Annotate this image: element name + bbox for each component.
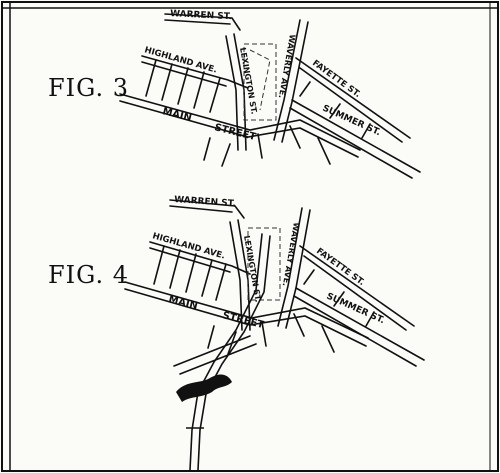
fig4-street-label: STREET	[221, 310, 265, 331]
fig3-lexington-label: LEXINGTON ST.	[238, 47, 259, 115]
fig3-fayette-road-edge	[299, 67, 403, 143]
fig-3-label: FIG. 3	[48, 74, 129, 102]
fig4-lexington-label: LEXINGTON ST.	[242, 235, 263, 303]
fig4-summer-road-edge	[293, 295, 417, 367]
fig4-highland-road	[149, 241, 251, 275]
fig-4-label: FIG. 4	[48, 261, 129, 289]
fig4-cross-streets	[303, 269, 375, 327]
fig3-south-streets	[203, 125, 331, 167]
fig3-fayette-road	[295, 57, 411, 139]
fig4-side-streets	[153, 245, 227, 301]
fig4-lexington-road	[229, 221, 243, 331]
fig4-main-label: MAIN	[167, 294, 199, 312]
fig4-highland-road-edge	[149, 247, 231, 273]
fig4-rail-line-edge	[197, 235, 271, 471]
fig4-main-road-edge	[124, 288, 367, 347]
fig3-main-road	[119, 93, 361, 151]
fig3-main-road-edge	[119, 100, 359, 158]
fig4-fayette-road-edge	[303, 255, 407, 331]
fig3-side-streets	[145, 59, 221, 113]
fig4-rail-line	[189, 233, 263, 471]
fig3-highland-road-edge	[141, 61, 227, 87]
fig3-waverly-road-edge	[281, 21, 309, 143]
fig4-fayette-road	[299, 245, 415, 327]
fig3-cross-streets	[299, 81, 371, 139]
fig4-warren-label: WARREN ST.	[174, 195, 236, 209]
fig3-warren-road-edge	[164, 19, 231, 25]
fig-3-map	[119, 13, 421, 179]
fig4-warren-road	[169, 199, 245, 219]
fig3-summer-road	[291, 99, 421, 173]
fig3-main-label: MAIN	[161, 106, 193, 124]
fig3-warren-road	[164, 13, 241, 31]
fig4-main-road	[124, 281, 369, 339]
fig3-lexington-road	[225, 35, 239, 151]
fig4-waverly-road	[277, 207, 303, 327]
fig3-highland-road	[141, 55, 249, 89]
fig4-rail-crossing	[173, 335, 257, 375]
fig4-summer-road	[295, 287, 425, 361]
fig4-river	[176, 374, 232, 402]
fig3-summer-road-edge	[289, 107, 413, 179]
fig3-dashed-rail-line	[249, 49, 271, 111]
fig3-dashed-rail-area	[243, 43, 277, 121]
fig3-highland-label: HIGHLAND AVE.	[143, 45, 218, 75]
fig3-warren-label: WARREN ST.	[170, 9, 232, 22]
fig3-waverly-road	[273, 19, 301, 141]
fig4-dashed-rail-area	[247, 227, 281, 301]
fig4-warren-road-edge	[169, 205, 233, 213]
fig-4-map	[124, 199, 425, 471]
